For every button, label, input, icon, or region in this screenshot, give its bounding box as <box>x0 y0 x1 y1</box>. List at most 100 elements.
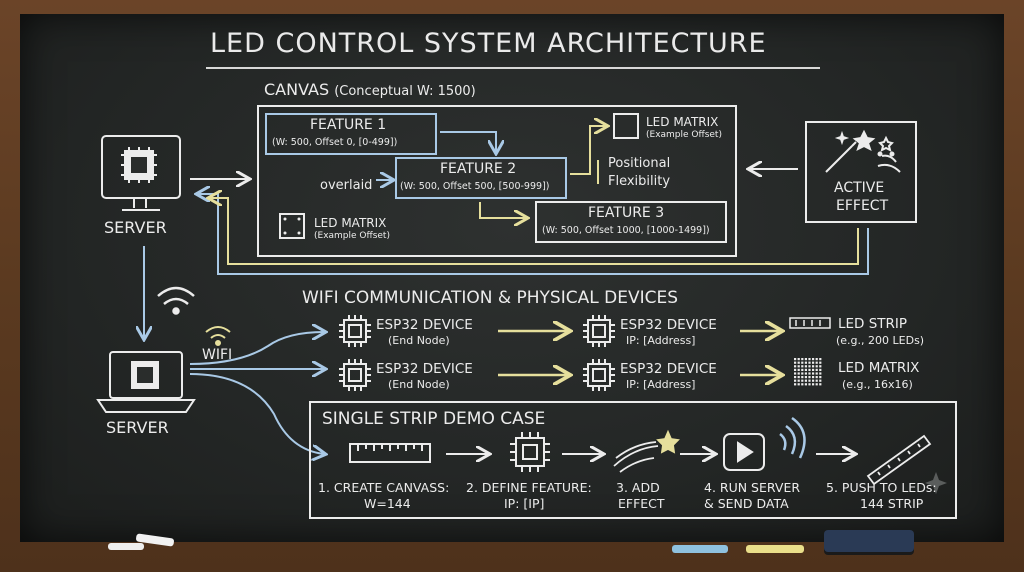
canvas-heading: CANVAS (Conceptual W: 1500) <box>264 80 476 99</box>
led-matrix-dot <box>812 372 815 375</box>
shooting-star-icon <box>613 429 680 473</box>
led-matrix-dot <box>794 361 797 364</box>
led-matrix-dot <box>819 379 822 382</box>
led-matrix-dot <box>794 372 797 375</box>
esp32-chip-icon-row1-mid <box>583 315 615 347</box>
wifi-label: WIFI <box>202 347 233 363</box>
led-matrix-dot <box>804 383 807 386</box>
led-matrix-dot <box>815 365 818 368</box>
led-matrix-dot <box>804 379 807 382</box>
feature-2-box <box>395 157 567 199</box>
canvas-heading-label: CANVAS <box>264 80 330 99</box>
demo-heading: SINGLE STRIP DEMO CASE <box>322 409 546 429</box>
led-matrix-dot <box>812 379 815 382</box>
led-matrix-dot <box>812 361 815 364</box>
feature-2-title: FEATURE 2 <box>440 161 517 177</box>
led-matrix-dot <box>804 358 807 361</box>
row1-esp32-mid-sub: IP: [Address] <box>626 334 696 347</box>
chalk-white-1[interactable] <box>108 543 144 550</box>
led-matrix-dot <box>801 383 804 386</box>
led-matrix-dot <box>801 368 804 371</box>
led-matrix-dot <box>812 358 815 361</box>
positional-label-line2: Flexibility <box>608 174 671 189</box>
led-matrix-dot <box>804 372 807 375</box>
row2-output-sub: (e.g., 16x16) <box>842 378 913 391</box>
eraser[interactable] <box>824 530 914 552</box>
canvas-box <box>257 105 737 257</box>
led-matrix-dot <box>808 358 811 361</box>
led-matrix-dot <box>794 383 797 386</box>
led-matrix-dot <box>797 368 800 371</box>
row1-output-sub: (e.g., 200 LEDs) <box>836 334 925 347</box>
ruler-icon <box>349 443 431 463</box>
feature-1-detail: (W: 500, Offset 0, [0-499]) <box>272 137 398 148</box>
chalk-blue[interactable] <box>672 545 728 553</box>
led-matrix-dot <box>819 368 822 371</box>
led-matrix-dot <box>808 368 811 371</box>
active-effect-line2: EFFECT <box>836 198 889 214</box>
led-matrix-dot <box>815 361 818 364</box>
led-matrix-dot <box>815 383 818 386</box>
chalkboard: LED CONTROL SYSTEM ARCHITECTURE CANVAS (… <box>20 14 1004 542</box>
led-matrix-square-top <box>613 113 639 139</box>
server-laptop-icon <box>96 351 196 413</box>
led-matrix-dot <box>804 376 807 379</box>
wifi-small-icon <box>205 326 231 346</box>
led-matrix-dot <box>808 372 811 375</box>
led-matrix-dot <box>815 368 818 371</box>
led-matrix-dot <box>808 365 811 368</box>
led-matrix-dot <box>812 365 815 368</box>
esp32-chip-icon-row1-left <box>339 315 371 347</box>
led-matrix-dot <box>801 365 804 368</box>
led-matrix-dot <box>808 376 811 379</box>
feature-3-detail: (W: 500, Offset 1000, [1000-1499]) <box>542 225 710 236</box>
led-strip-icon <box>789 317 831 329</box>
feature-3-box <box>535 201 727 243</box>
led-matrix-dot <box>808 383 811 386</box>
demo-step-3-line1: 3. ADD <box>616 480 660 495</box>
led-matrix-dot <box>797 379 800 382</box>
led-matrix-dot <box>819 365 822 368</box>
led-matrix-dot <box>794 368 797 371</box>
led-matrix-top-detail: (Example Offset) <box>646 130 722 140</box>
led-matrix-dot <box>794 376 797 379</box>
led-matrix-dot <box>812 368 815 371</box>
led-matrix-dot <box>801 372 804 375</box>
led-matrix-dot <box>797 376 800 379</box>
led-matrix-dot <box>797 358 800 361</box>
led-strip-diagonal-icon <box>866 434 932 486</box>
led-matrix-dot <box>804 365 807 368</box>
row1-esp32-mid-title: ESP32 DEVICE <box>620 317 717 333</box>
esp32-chip-icon-row2-left <box>339 359 371 391</box>
diagram-drawing <box>96 67 957 519</box>
row2-esp32-mid-sub: IP: [Address] <box>626 378 696 391</box>
demo-step-1-line2: W=144 <box>364 496 411 511</box>
demo-step-3-line2: EFFECT <box>618 496 665 511</box>
led-matrix-dot <box>819 383 822 386</box>
row2-output-title: LED MATRIX <box>838 360 920 376</box>
led-matrix-bottom-title: LED MATRIX <box>314 216 387 230</box>
feature-1-title: FEATURE 1 <box>310 117 387 133</box>
demo-step-1-line1: 1. CREATE CANVASS: <box>318 480 450 495</box>
led-matrix-dot <box>794 358 797 361</box>
led-matrix-dot <box>815 372 818 375</box>
chip-icon <box>510 432 550 472</box>
led-matrix-dot <box>804 361 807 364</box>
overlaid-label: overlaid <box>320 178 373 193</box>
led-matrix-dot <box>808 361 811 364</box>
led-matrix-dot <box>819 361 822 364</box>
row1-esp32-left-sub: (End Node) <box>388 334 450 347</box>
led-matrix-dot <box>794 365 797 368</box>
active-effect-box <box>805 121 917 223</box>
demo-step-5-line2: 144 STRIP <box>860 496 924 511</box>
chalk-yellow[interactable] <box>746 545 804 553</box>
led-matrix-dot <box>815 379 818 382</box>
row2-esp32-left-title: ESP32 DEVICE <box>376 361 473 377</box>
led-matrix-grid-icon <box>794 358 822 386</box>
row1-output-title: LED STRIP <box>838 316 908 332</box>
row2-esp32-mid-title: ESP32 DEVICE <box>620 361 717 377</box>
magic-wand-icon <box>825 129 901 173</box>
led-matrix-dot <box>812 376 815 379</box>
sparkle-icon <box>925 472 947 494</box>
